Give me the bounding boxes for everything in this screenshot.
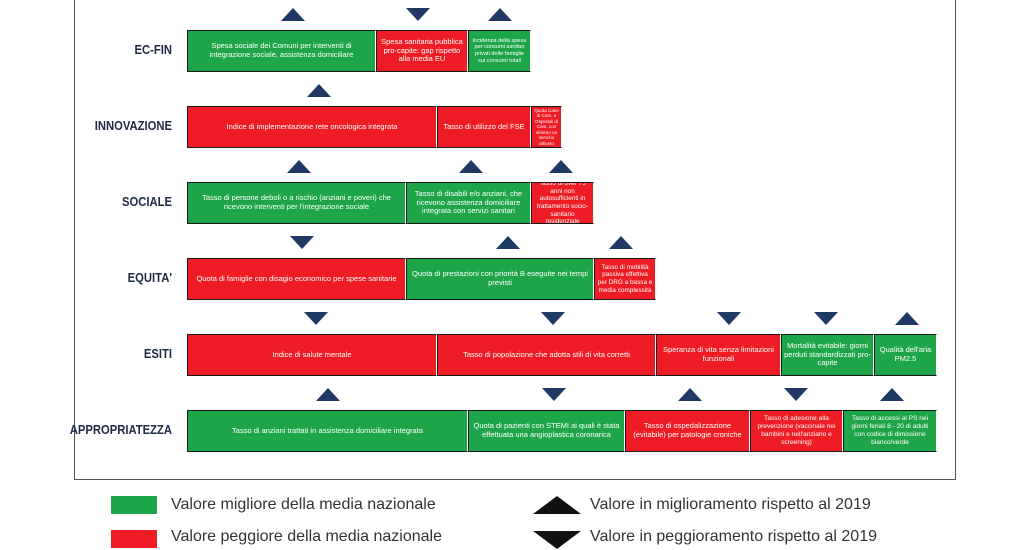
trend-down-triangle-icon <box>406 8 430 21</box>
indicator-text: Indice di salute mentale <box>272 349 352 359</box>
indicator-box: Quota di famiglie con disagio economico … <box>187 258 406 300</box>
legend-green-swatch <box>111 496 157 514</box>
legend-green-label: Valore migliore della media nazionale <box>171 496 436 513</box>
indicator-text: Speranza di vita senza limitazioni funzi… <box>663 345 774 363</box>
indicator-text: Tasso di disabili e/o anziani, che ricev… <box>414 188 523 216</box>
trend-up-triangle-icon <box>895 312 919 325</box>
trend-up-triangle-icon <box>549 160 573 173</box>
dimension-label: INNOVAZIONE <box>94 119 172 133</box>
dimension-label: EQUITA' <box>127 271 172 285</box>
dimension-label: SOCIALE <box>121 195 172 209</box>
indicator-box: Tasso di persone deboli o a rischio (anz… <box>187 182 406 224</box>
chart-frame <box>74 0 956 480</box>
indicator-box: Tasso di accessi al PS nei giorni ferial… <box>843 410 937 452</box>
indicator-box: Qualità dell'aria PM2.5 <box>874 334 937 376</box>
indicator-box: Speranza di vita senza limitazioni funzi… <box>656 334 781 376</box>
trend-down-triangle-icon <box>784 388 808 401</box>
indicator-text: Tasso di adesione alla prevenzione (vacc… <box>757 415 836 446</box>
trend-up-triangle-icon <box>316 388 340 401</box>
trend-down-triangle-icon <box>304 312 328 325</box>
indicator-text: Tasso di mobilità passiva effettiva per … <box>597 263 653 294</box>
trend-up-triangle-icon <box>459 160 483 173</box>
trend-up-triangle-icon <box>609 236 633 249</box>
indicator-text: Qualità dell'aria PM2.5 <box>879 345 932 363</box>
indicator-box: Tasso di popolazione che adotta stili di… <box>437 334 656 376</box>
indicator-box: Tasso di over 75 anni non autosufficient… <box>531 182 594 224</box>
trend-up-triangle-icon <box>281 8 305 21</box>
indicator-box: Tasso di anziani trattati in assistenza … <box>187 410 468 452</box>
trend-up-triangle-icon <box>488 8 512 21</box>
indicator-text: Indice di implementazione rete oncologic… <box>226 121 398 131</box>
trend-down-triangle-icon <box>290 236 314 249</box>
indicator-text: Mortalità evitabile: giorni perduti stan… <box>784 340 871 368</box>
legend-red-swatch <box>111 530 157 548</box>
indicator-text: Tasso di anziani trattati in assistenza … <box>232 425 423 435</box>
indicator-text: Spesa sociale dei Comuni per interventi … <box>209 41 354 59</box>
indicator-box: Indice di salute mentale <box>187 334 437 376</box>
legend-down-label: Valore in peggioramento rispetto al 2019 <box>590 528 877 545</box>
indicator-box: Incidenza della spesa per consumi sanita… <box>468 30 531 72</box>
indicator-box: Quota di prestazioni con priorità B eseg… <box>406 258 594 300</box>
indicator-box: Spesa sociale dei Comuni per interventi … <box>187 30 376 72</box>
indicator-box: Tasso di mobilità passiva effettiva per … <box>594 258 656 300</box>
indicator-box: Indice di implementazione rete oncologic… <box>187 106 437 148</box>
legend-up-label: Valore in miglioramento rispetto al 2019 <box>590 496 871 513</box>
indicator-text: Quota di famiglie con disagio economico … <box>196 273 397 283</box>
indicator-text: Tasso di over 75 anni non autosufficient… <box>536 182 589 224</box>
indicator-text: Tasso di persone deboli o a rischio (anz… <box>202 193 391 211</box>
dimension-label: APPROPRIATEZZA <box>69 423 172 437</box>
indicator-text: Tasso di utilizzo del FSE <box>443 121 525 131</box>
indicator-box: Quota di pazienti con STEMI ai quali è s… <box>468 410 625 452</box>
dimension-label: ESITI <box>143 347 172 361</box>
indicator-text: Quota di prestazioni con priorità B eseg… <box>412 269 588 287</box>
trend-up-triangle-icon <box>678 388 702 401</box>
indicator-box: Quota Case di Com. e Ospedali di Com. co… <box>531 106 562 148</box>
trend-up-triangle-icon <box>307 84 331 97</box>
indicator-text: Quota Case di Com. e Ospedali di Com. co… <box>534 108 559 146</box>
trend-up-triangle-icon <box>880 388 904 401</box>
legend-up-triangle-icon <box>533 496 581 514</box>
trend-down-triangle-icon <box>542 388 566 401</box>
indicator-text: Tasso di popolazione che adotta stili di… <box>463 349 630 359</box>
indicator-text: Spesa sanitaria pubblica pro-capite: gap… <box>381 36 463 64</box>
indicator-box: Mortalità evitabile: giorni perduti stan… <box>781 334 874 376</box>
trend-down-triangle-icon <box>814 312 838 325</box>
indicator-box: Tasso di adesione alla prevenzione (vacc… <box>750 410 843 452</box>
trend-up-triangle-icon <box>496 236 520 249</box>
legend-down-triangle-icon <box>533 531 581 549</box>
indicator-text: Tasso di accessi al PS nei giorni ferial… <box>851 415 929 446</box>
trend-up-triangle-icon <box>287 160 311 173</box>
legend-red-label: Valore peggiore della media nazionale <box>171 528 442 545</box>
indicator-text: Tasso di ospedalizzazione (evitabile) pe… <box>633 421 742 439</box>
trend-down-triangle-icon <box>541 312 565 325</box>
trend-down-triangle-icon <box>717 312 741 325</box>
indicator-text: Quota di pazienti con STEMI ai quali è s… <box>473 421 620 439</box>
indicator-box: Spesa sanitaria pubblica pro-capite: gap… <box>376 30 468 72</box>
indicator-box: Tasso di utilizzo del FSE <box>437 106 531 148</box>
indicator-box: Tasso di disabili e/o anziani, che ricev… <box>406 182 531 224</box>
indicator-box: Tasso di ospedalizzazione (evitabile) pe… <box>625 410 750 452</box>
dimension-label: EC-FIN <box>134 43 172 57</box>
indicator-text: Incidenza della spesa per consumi sanita… <box>472 37 527 64</box>
